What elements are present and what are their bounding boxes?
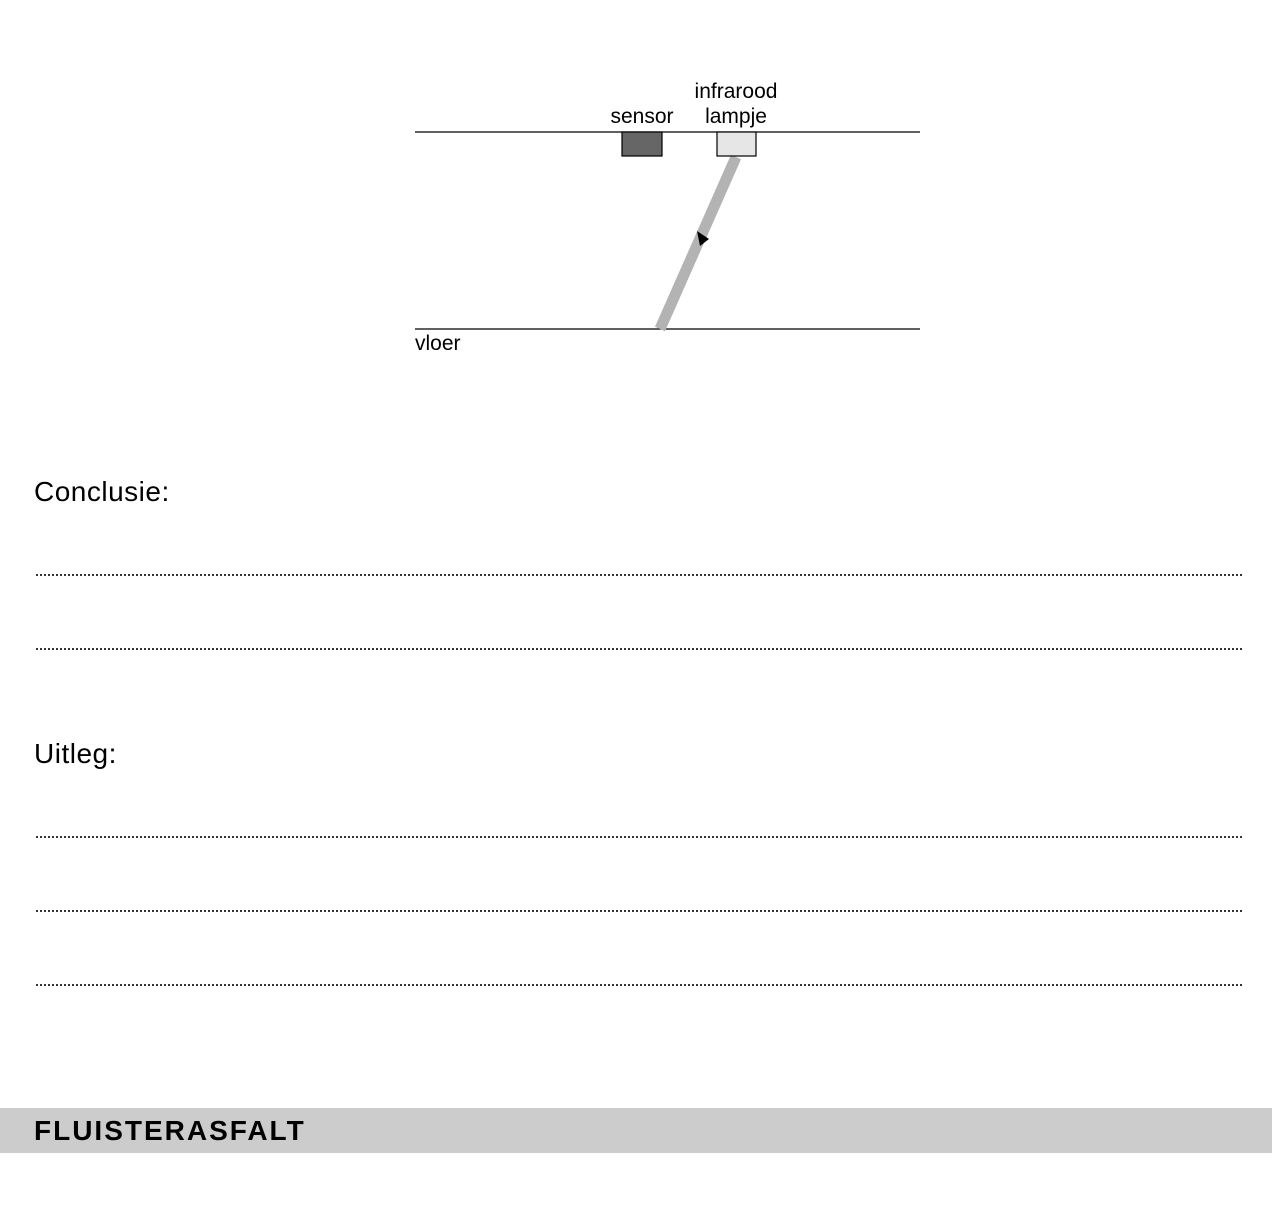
section-header-bar: FLUISTERASFALT — [0, 1108, 1272, 1153]
section-title: FLUISTERASFALT — [34, 1115, 306, 1146]
sensor-label: sensor — [610, 105, 673, 128]
infrared-lamp-block — [716, 131, 757, 157]
light-beam-diagram: sensor infrarood lampje vloer — [415, 80, 920, 355]
lamp-label-line2: lampje — [705, 105, 767, 128]
infrared-beam — [654, 154, 742, 332]
explanation-answer-line-2[interactable] — [36, 910, 1242, 912]
explanation-label: Uitleg: — [34, 738, 117, 769]
conclusion-label: Conclusie: — [34, 476, 170, 507]
explanation-answer-line-3[interactable] — [36, 984, 1242, 986]
conclusion-answer-line-2[interactable] — [36, 648, 1242, 650]
conclusion-answer-line-1[interactable] — [36, 574, 1242, 576]
lamp-label-line1: infrarood — [695, 80, 778, 103]
floor-label: vloer — [415, 332, 461, 355]
beam-direction-arrow-icon — [697, 231, 709, 246]
explanation-answer-line-1[interactable] — [36, 836, 1242, 838]
sensor-block — [621, 131, 663, 157]
